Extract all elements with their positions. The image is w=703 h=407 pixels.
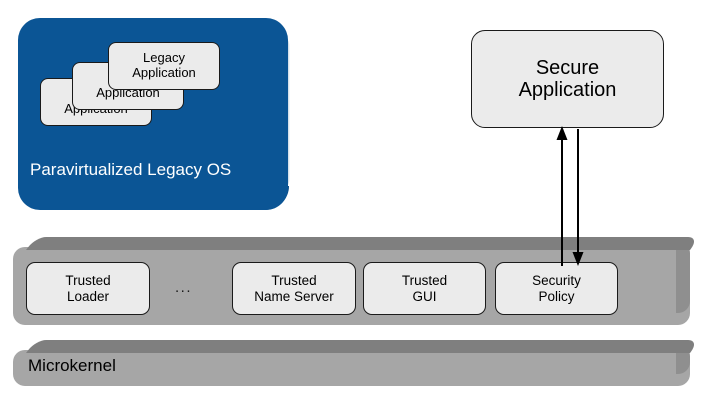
trusted-loader-label: Trusted Loader	[65, 273, 110, 303]
legacy-application-line2-front: Application	[132, 65, 196, 80]
secure-application-line2: Application	[518, 79, 617, 101]
trusted-name-server-label: Trusted Name Server	[254, 273, 334, 303]
trusted-name-server-line1: Trusted	[271, 273, 317, 289]
trusted-gui-box[interactable]: Trusted GUI	[363, 262, 486, 315]
trusted-gui-label: Trusted GUI	[402, 273, 447, 303]
security-policy-box[interactable]: Security Policy	[495, 262, 618, 315]
secure-application-box[interactable]: Secure Application	[471, 30, 664, 128]
microkernel-bar-side-bevel	[676, 346, 690, 374]
trusted-gui-line1: Trusted	[401, 273, 448, 289]
legacy-application-line1-front: Legacy	[143, 50, 185, 66]
microkernel-bar	[13, 340, 701, 386]
paravirtualized-legacy-os-label: Paravirtualized Legacy OS	[30, 160, 232, 179]
trusted-services-bar-top-bevel	[26, 237, 701, 250]
secure-application-line1: Secure	[535, 56, 600, 79]
secure-application-label: Secure Application	[519, 57, 617, 102]
microkernel-bar-face	[13, 350, 690, 386]
trusted-name-server-line2: Name Server	[254, 288, 334, 304]
trusted-loader-box[interactable]: Trusted Loader	[26, 262, 150, 315]
services-ellipsis: ...	[175, 279, 193, 296]
microkernel-label: Microkernel	[28, 356, 116, 375]
microkernel-bar-top-bevel	[26, 340, 701, 353]
trusted-loader-line2: Loader	[66, 288, 110, 304]
trusted-name-server-box[interactable]: Trusted Name Server	[232, 262, 356, 315]
trusted-loader-line1: Trusted	[65, 273, 111, 289]
security-policy-line1: Security	[532, 273, 581, 289]
trusted-services-bar-side-bevel	[676, 243, 690, 313]
security-policy-label: Security Policy	[532, 273, 581, 303]
legacy-application-label-front: Legacy Application	[132, 51, 196, 80]
security-policy-line2: Policy	[538, 288, 575, 304]
trusted-gui-line2: GUI	[412, 288, 437, 304]
legacy-application-box-front[interactable]: Legacy Application	[108, 42, 220, 90]
